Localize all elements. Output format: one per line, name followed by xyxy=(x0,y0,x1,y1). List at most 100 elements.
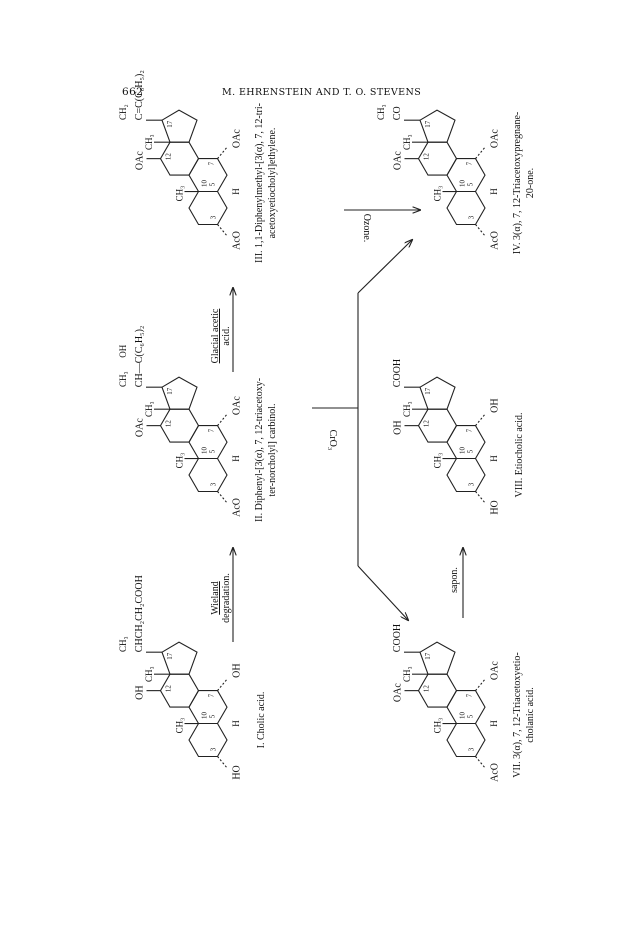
c12-substituent: OAc xyxy=(135,151,146,170)
glacial-label-1: Glacial acetic xyxy=(210,308,221,363)
side-chain-methyl: CH₃ xyxy=(118,371,128,387)
h5-label: H xyxy=(231,188,241,195)
compound-caption-line-1: IV. 3(α), 7, 12-Triacetoxypregnane- xyxy=(512,112,523,254)
c12-substituent: OH xyxy=(135,685,146,699)
c12-label: 12 xyxy=(423,420,431,428)
c17-label: 17 xyxy=(424,120,432,128)
c5-label: 5 xyxy=(467,182,475,186)
compound-caption-line-2: 20-one. xyxy=(525,168,536,198)
c3-label: 3 xyxy=(468,215,476,219)
side-chain: COOH xyxy=(392,624,403,652)
c3-substituent: HO xyxy=(232,765,243,779)
wieland-label-1: Wieland xyxy=(210,581,221,614)
ring-a xyxy=(446,190,486,226)
ring-d xyxy=(161,641,198,675)
methyl-13-label: CH₃ xyxy=(144,134,154,150)
methyl-13-label: CH₃ xyxy=(402,134,412,150)
c7-label: 7 xyxy=(208,161,216,165)
ring-d xyxy=(419,641,456,675)
c5-label: 5 xyxy=(467,449,475,453)
c3-substituent: AcO xyxy=(232,498,243,517)
methyl-13-label: CH₃ xyxy=(402,666,412,682)
c12-label: 12 xyxy=(165,420,173,428)
ring-a xyxy=(188,722,228,758)
ring-d xyxy=(161,109,198,143)
c7-label: 7 xyxy=(208,428,216,432)
side-chain: CHCH₂CH₂COOH xyxy=(134,575,145,652)
c12-substituent: OAc xyxy=(135,418,146,437)
c7-label: 7 xyxy=(466,428,474,432)
page-header: 662 M. EHRENSTEIN AND T. O. STEVENS xyxy=(122,86,510,102)
ring-d xyxy=(161,376,198,410)
c10-label: 10 xyxy=(201,180,209,188)
compound-caption-line-1: III. 1,1-Diphenylmethyl-[3(α), 7, 12-tri… xyxy=(254,103,265,263)
cro3-branch-arrows: CrO₃ xyxy=(312,240,412,620)
glacial-acetic-arrow: Glacial acetic acid. xyxy=(210,288,233,372)
c5-label: 5 xyxy=(209,449,217,453)
c10-label: 10 xyxy=(459,712,467,720)
compound-caption: VIII. Etiocholic acid. xyxy=(514,413,525,498)
c10-label: 10 xyxy=(459,447,467,455)
compound-caption-line-2: acetoxyetiocholyl]ethylene. xyxy=(267,128,278,239)
side-chain: CH—C(C₆H₅)₂ xyxy=(134,326,145,388)
running-title: M. EHRENSTEIN AND T. O. STEVENS xyxy=(222,87,422,98)
c17-label: 17 xyxy=(424,387,432,395)
c3-label: 3 xyxy=(210,482,218,486)
c12-label: 12 xyxy=(423,153,431,161)
sapon-label: sapon. xyxy=(449,567,460,593)
ozone-arrow: Ozone. xyxy=(344,210,420,242)
c5-label: 5 xyxy=(209,182,217,186)
c7-substituent: OAc xyxy=(490,661,501,680)
c3-label: 3 xyxy=(210,747,218,751)
ring-d xyxy=(419,109,456,143)
c5-label: 5 xyxy=(467,714,475,718)
methyl-13-label: CH₃ xyxy=(144,666,154,682)
c3-substituent: AcO xyxy=(490,763,501,782)
c3-substituent: HO xyxy=(490,500,501,514)
c17-label: 17 xyxy=(166,120,174,128)
glacial-label-2: acid. xyxy=(221,326,232,345)
saponification-arrow: sapon. xyxy=(449,548,463,618)
methyl-10-label: CH₃ xyxy=(175,453,185,469)
c17-label: 17 xyxy=(166,652,174,660)
cro3-label: CrO₃ xyxy=(327,430,338,451)
c3-label: 3 xyxy=(210,215,218,219)
h5-label: H xyxy=(231,455,241,462)
c17-label: 17 xyxy=(424,652,432,660)
c7-label: 7 xyxy=(466,693,474,697)
compound-caption-line-2: cholanic acid. xyxy=(525,687,536,743)
methyl-10-label: CH₃ xyxy=(175,718,185,734)
side-chain: CO xyxy=(392,106,403,120)
compound-caption-line-1: II. Diphenyl-[3(α), 7, 12-triacetoxy- xyxy=(254,378,265,522)
side-chain: COOH xyxy=(392,359,403,387)
methyl-13-label: CH₃ xyxy=(402,401,412,417)
c3-label: 3 xyxy=(468,482,476,486)
c5-label: 5 xyxy=(209,714,217,718)
c12-label: 12 xyxy=(165,685,173,693)
methyl-10-label: CH₃ xyxy=(433,453,443,469)
ring-a xyxy=(188,190,228,226)
page-number: 662 xyxy=(122,86,144,98)
h5-label: H xyxy=(489,720,499,727)
h5-label: H xyxy=(489,455,499,462)
c10-label: 10 xyxy=(201,447,209,455)
c3-substituent: AcO xyxy=(490,231,501,250)
c7-substituent: OAc xyxy=(490,129,501,148)
side-chain-methyl: CH₃ xyxy=(376,104,386,120)
c12-label: 12 xyxy=(423,685,431,693)
methyl-10-label: CH₃ xyxy=(433,186,443,202)
c10-label: 10 xyxy=(459,180,467,188)
c7-label: 7 xyxy=(208,693,216,697)
wieland-arrow: Wieland degradation. xyxy=(210,548,233,642)
h5-label: H xyxy=(489,188,499,195)
side-chain-oh: OH xyxy=(118,344,128,357)
c10-label: 10 xyxy=(201,712,209,720)
side-chain: C=C(C₆H₅)₂ xyxy=(134,70,145,120)
c12-substituent: OAc xyxy=(393,151,404,170)
